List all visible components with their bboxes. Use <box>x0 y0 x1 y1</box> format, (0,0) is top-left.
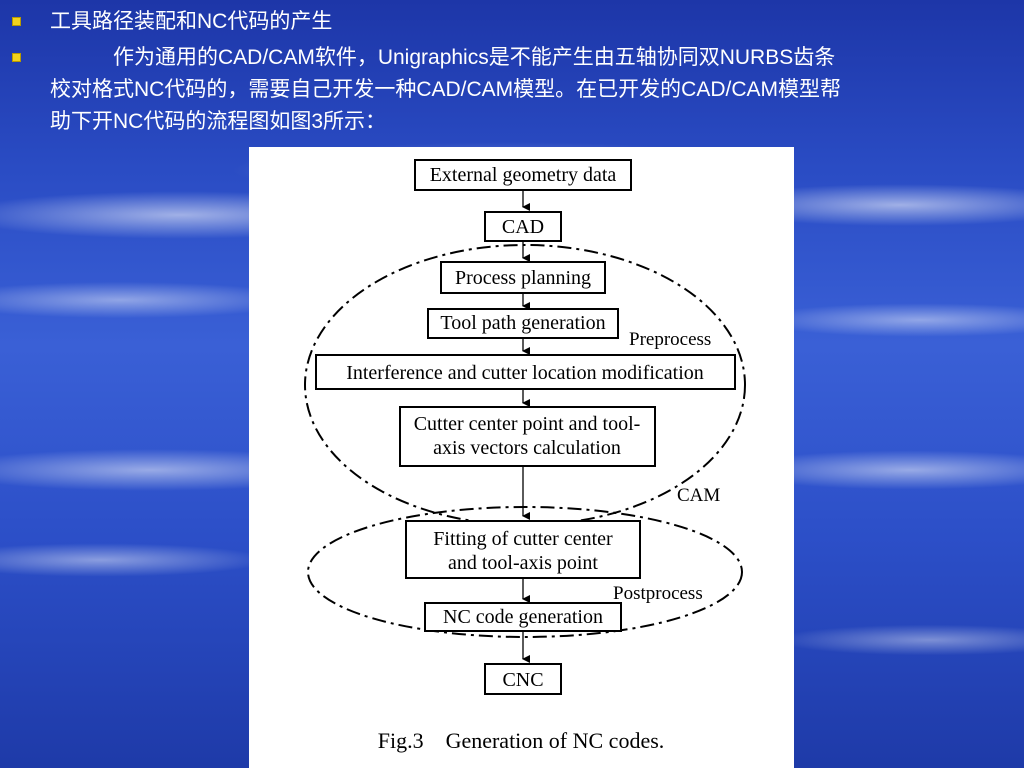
bullet-square-icon <box>12 17 21 26</box>
box-cnc <box>484 663 562 695</box>
box-nc-code <box>424 602 622 632</box>
figure-caption: Fig.3 Generation of NC codes. <box>378 728 665 753</box>
label-cam: CAM <box>677 485 720 506</box>
label-tool-path: Tool path generation <box>440 312 605 334</box>
label-process-planning: Process planning <box>455 267 591 289</box>
bullet-text-line: 校对格式NC代码的，需要自己开发一种CAD/CAM模型。在已开发的CAD/CAM… <box>50 78 842 101</box>
bullet-text: 工具路径装配和NC代码的产生 <box>50 10 333 33</box>
box-interference <box>315 354 736 390</box>
postprocess-ellipse <box>307 506 743 638</box>
label-external-geometry: External geometry data <box>430 164 617 186</box>
box-fitting <box>405 520 641 579</box>
bullet-text-line: 助下开NC代码的流程图如图3所示： <box>50 110 387 133</box>
label-interference: Interference and cutter location modific… <box>346 362 704 384</box>
label-cutter-line2: axis vectors calculation <box>433 437 621 459</box>
preprocess-ellipse <box>304 244 746 526</box>
label-postprocess: Postprocess <box>613 583 703 604</box>
box-external-geometry <box>414 159 632 191</box>
box-cad <box>484 211 562 242</box>
label-nc-code: NC code generation <box>443 606 603 628</box>
bullet-square-icon <box>12 53 21 62</box>
label-cnc: CNC <box>502 669 543 691</box>
label-fitting-line1: Fitting of cutter center <box>433 528 613 550</box>
label-fitting-line2: and tool-axis point <box>448 552 598 574</box>
label-preprocess: Preprocess <box>629 329 711 350</box>
bullet-text-line: 作为通用的CAD/CAM软件，Unigraphics是不能产生由五轴协同双NUR… <box>50 46 836 69</box>
label-cutter-line1: Cutter center point and tool- <box>414 413 641 435</box>
flowchart-figure: External geometry data CAD Process plann… <box>249 147 794 768</box>
box-tool-path <box>427 308 619 339</box>
box-process-planning <box>440 261 606 294</box>
flowchart-svg: External geometry data CAD Process plann… <box>304 159 746 753</box>
label-cad: CAD <box>502 216 544 238</box>
box-cutter-center <box>399 406 656 467</box>
